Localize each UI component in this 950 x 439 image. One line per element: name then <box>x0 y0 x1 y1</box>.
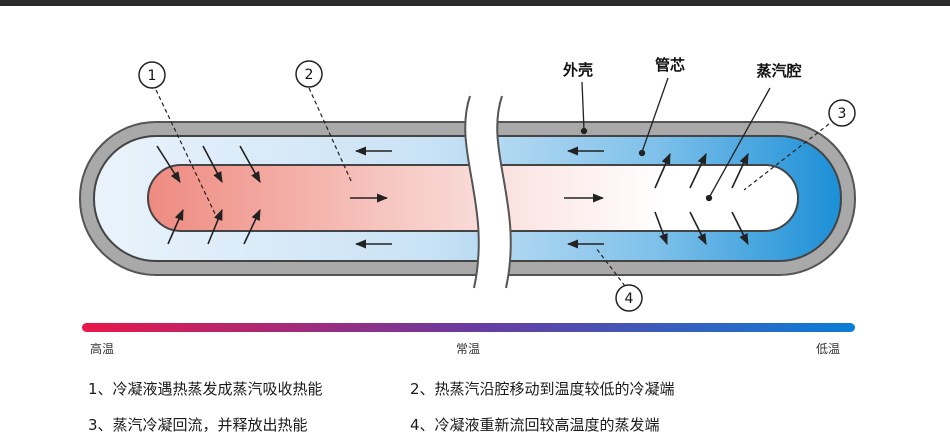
svg-text:4: 4 <box>625 291 634 307</box>
legend-item-1: 1、冷凝液遇热蒸发成蒸汽吸收热能 <box>88 380 323 398</box>
marker-1: 1 <box>138 61 166 89</box>
evaporation-arrows <box>156 145 261 245</box>
condensation-arrows <box>654 152 749 246</box>
legend-item-2: 2、热蒸汽沿腔移动到温度较低的冷凝端 <box>410 380 675 398</box>
label-shell: 外壳 <box>562 61 593 79</box>
scale-label-low: 低温 <box>816 342 841 356</box>
legend-item-3: 3、蒸汽冷凝回流，并释放出热能 <box>88 416 308 434</box>
pipe-break <box>465 96 511 288</box>
temperature-gradient-bar <box>82 323 855 332</box>
liquid-return-arrows <box>354 146 604 249</box>
leader-lines <box>580 77 771 202</box>
label-wick: 管芯 <box>655 56 685 74</box>
svg-text:2: 2 <box>305 67 314 83</box>
top-dark-bar <box>0 0 950 6</box>
svg-text:1: 1 <box>148 68 157 84</box>
marker-4: 4 <box>615 284 643 312</box>
heat-pipe-diagram: 1 2 3 4 外壳 管芯 蒸汽腔 <box>79 56 856 312</box>
scale-label-high: 高温 <box>90 342 115 356</box>
legend-item-4: 4、冷凝液重新流回较高温度的蒸发端 <box>410 416 660 434</box>
marker-leaders <box>155 87 830 287</box>
marker-3: 3 <box>828 99 856 127</box>
scale-label-normal: 常温 <box>456 342 481 356</box>
label-vapor-cavity: 蒸汽腔 <box>756 62 801 80</box>
marker-2: 2 <box>295 60 323 88</box>
svg-text:3: 3 <box>838 106 847 122</box>
